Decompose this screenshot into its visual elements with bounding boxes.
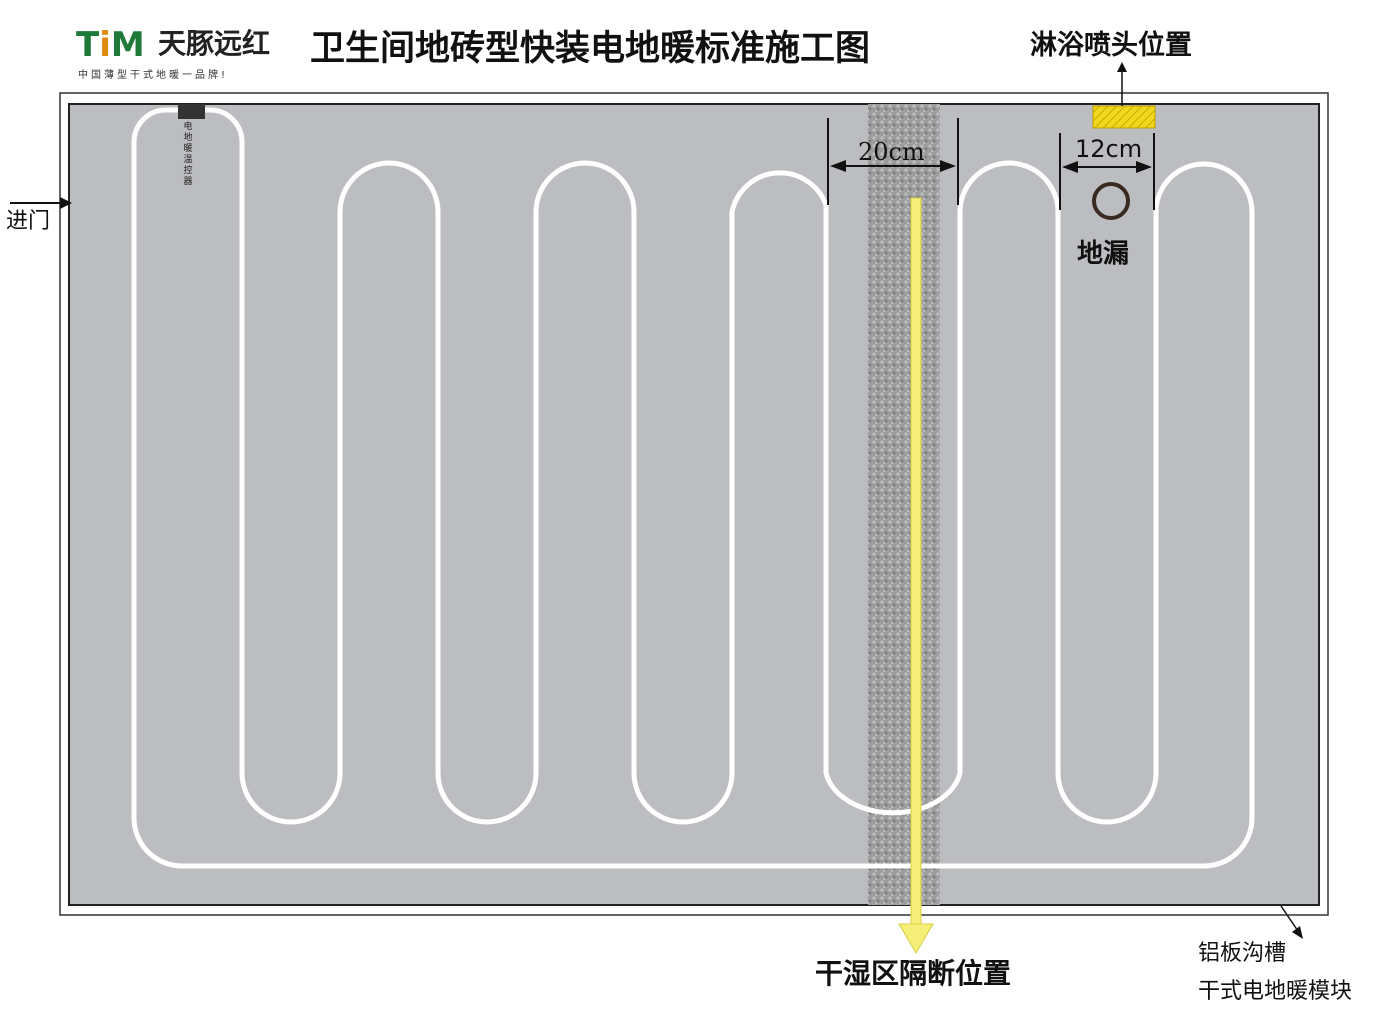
entrance-label: 进门	[6, 209, 51, 234]
module-label: 干式电地暖模块	[1198, 979, 1353, 1004]
entrance-arrow	[10, 197, 72, 209]
partition-label: 干湿区隔断位置	[815, 957, 1012, 990]
groove-label: 铝板沟槽	[1198, 941, 1287, 966]
brand-logo-text: TiM	[76, 25, 145, 65]
groove-pointer-arrow	[1280, 905, 1303, 939]
floor-area	[68, 103, 1320, 906]
dimension-12cm-label: 12cm	[1075, 135, 1143, 163]
floor-drain-label: 地漏	[1077, 239, 1130, 269]
heating-wire	[131, 107, 1255, 869]
partition-arrow	[898, 197, 934, 954]
floor-drain-icon	[1092, 182, 1130, 220]
shower-label: 淋浴喷头位置	[1030, 30, 1192, 61]
shower-head	[1092, 105, 1156, 129]
dimension-20cm-label: 20cm	[858, 138, 925, 166]
dimension-12cm	[1059, 133, 1155, 210]
brand-slogan: 中国薄型干式地暖一品牌!	[78, 70, 229, 81]
thermostat-label: 电地暖温控器	[183, 122, 193, 187]
dimension-20cm	[827, 118, 959, 205]
partition-strip	[868, 104, 940, 905]
page-title: 卫生间地砖型快装电地暖标准施工图	[310, 29, 871, 69]
brand-logo: TiM	[76, 28, 145, 62]
brand-name: 天豚远红	[158, 27, 271, 60]
thermostat-box	[178, 104, 205, 119]
shower-pointer-arrow	[1117, 62, 1127, 106]
